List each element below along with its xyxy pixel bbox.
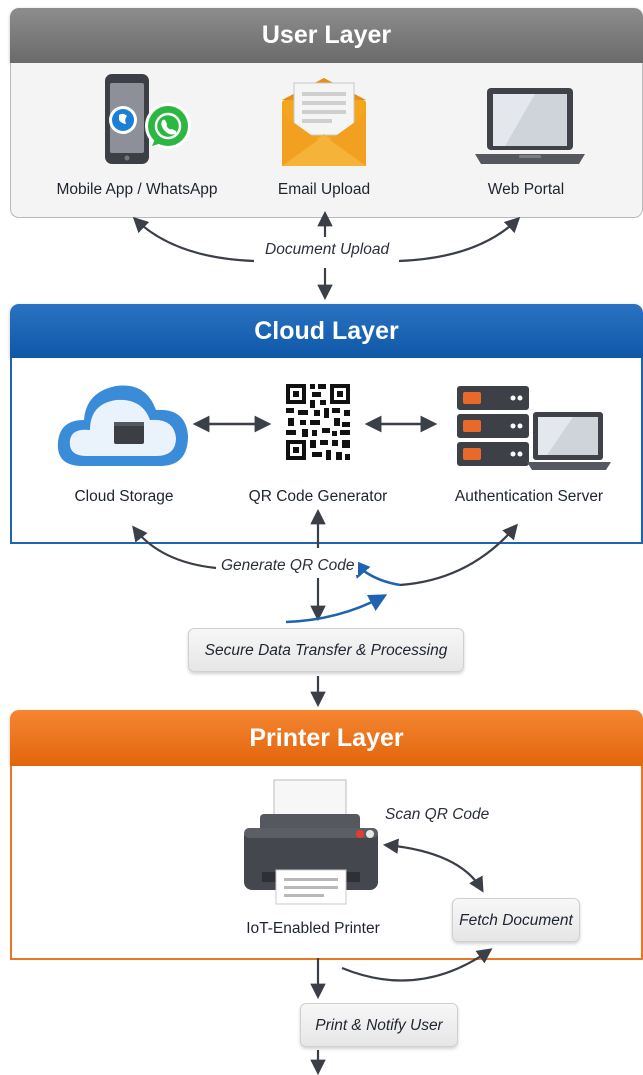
user-layer-title: User Layer (10, 8, 643, 63)
arrow-to-mobile (132, 216, 255, 263)
arrow-to-auth (399, 523, 518, 587)
cloud-layer-title: Cloud Layer (10, 304, 643, 358)
arrow-to-storage (132, 525, 217, 570)
fetch-document-step: Fetch Document (452, 898, 580, 942)
generate-qr-label: Generate QR Code (218, 557, 358, 575)
mobile-app-label: Mobile App / WhatsApp (56, 181, 218, 198)
authentication-server-label: Authentication Server (454, 488, 604, 505)
web-portal-label: Web Portal (487, 181, 565, 198)
arrow-to-web (398, 216, 521, 263)
envelope-icon (282, 78, 366, 166)
cloud-icon (57, 385, 188, 466)
arrow-printer-fetch (382, 838, 484, 893)
blue-arrow-lower (285, 594, 388, 624)
cloud-storage-label: Cloud Storage (74, 488, 174, 505)
qr-code-icon (284, 382, 352, 462)
arrow-fetch-loop (341, 948, 493, 982)
secure-transfer-step: Secure Data Transfer & Processing (188, 628, 464, 672)
print-notify-step: Print & Notify User (300, 1003, 458, 1047)
phone-whatsapp-icon (105, 74, 191, 164)
server-icon (457, 386, 611, 470)
laptop-icon (475, 88, 585, 164)
printer-layer-title: Printer Layer (10, 710, 643, 766)
document-upload-label: Document Upload (262, 241, 393, 259)
qr-code-generator-label: QR Code Generator (248, 488, 388, 505)
email-upload-label: Email Upload (277, 181, 371, 198)
printer-icon (244, 779, 378, 905)
scan-qr-label: Scan QR Code (385, 806, 490, 823)
iot-printer-label: IoT-Enabled Printer (246, 920, 380, 937)
